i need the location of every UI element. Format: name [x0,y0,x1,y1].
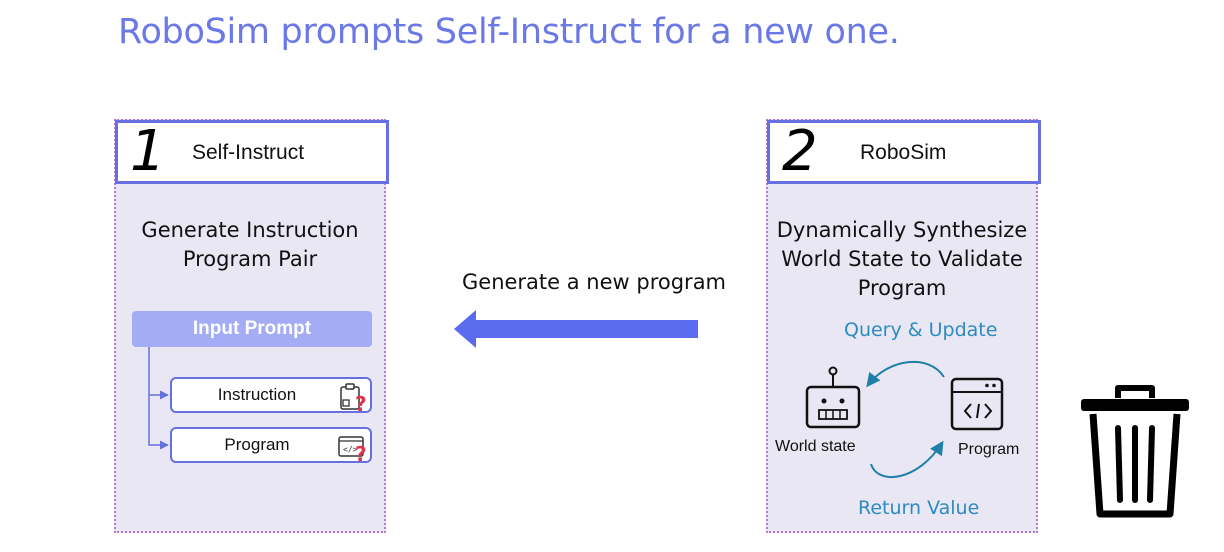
step-number: 1 [130,119,166,184]
robosim-panel: 2 RoboSim Dynamically Synthesize World S… [766,119,1041,533]
generate-new-program-label: Generate a new program [462,270,727,294]
description-line: Program Pair [182,247,318,271]
program-box: Program </> ? [170,427,372,463]
svg-text:?: ? [355,442,367,462]
instruction-box: Instruction ? [170,377,372,413]
description-line: Program [857,276,947,300]
robosim-description: Dynamically Synthesize World State to Va… [768,216,1036,303]
description-line: Dynamically Synthesize [776,218,1028,242]
program-label: Program [958,441,1020,458]
svg-text:?: ? [355,392,367,412]
robosim-label: RoboSim [860,141,947,164]
return-value-label: Return Value [858,497,980,519]
page-title: RoboSim prompts Self-Instruct for a new … [118,12,900,52]
code-window-icon [950,377,1004,431]
clipboard-question-icon: ? [340,383,367,412]
self-instruct-header: 1 Self-Instruct [115,119,389,184]
instruction-label: Instruction [217,385,297,404]
query-update-label: Query & Update [844,319,998,341]
self-instruct-panel: 1 Self-Instruct Generate Instruction Pro… [114,119,389,533]
tree-connectors [148,347,169,450]
input-prompt-box: Input Prompt [132,311,372,347]
trash-icon [1081,385,1189,518]
left-arrow-icon [454,310,698,348]
description-line: World State to Validate [781,247,1023,271]
program-label: Program [224,435,290,454]
description-line: Generate Instruction [141,218,359,242]
step-number: 2 [782,119,818,184]
robot-icon [805,366,861,429]
robosim-loop-diagram [805,360,1004,478]
world-state-label: World state [775,438,856,455]
self-instruct-label: Self-Instruct [192,141,305,164]
robosim-header: 2 RoboSim [767,119,1041,184]
svg-text:</>: </> [343,445,358,454]
self-instruct-description: Generate Instruction Program Pair [116,216,384,274]
code-window-question-icon: </> ? [338,436,367,462]
